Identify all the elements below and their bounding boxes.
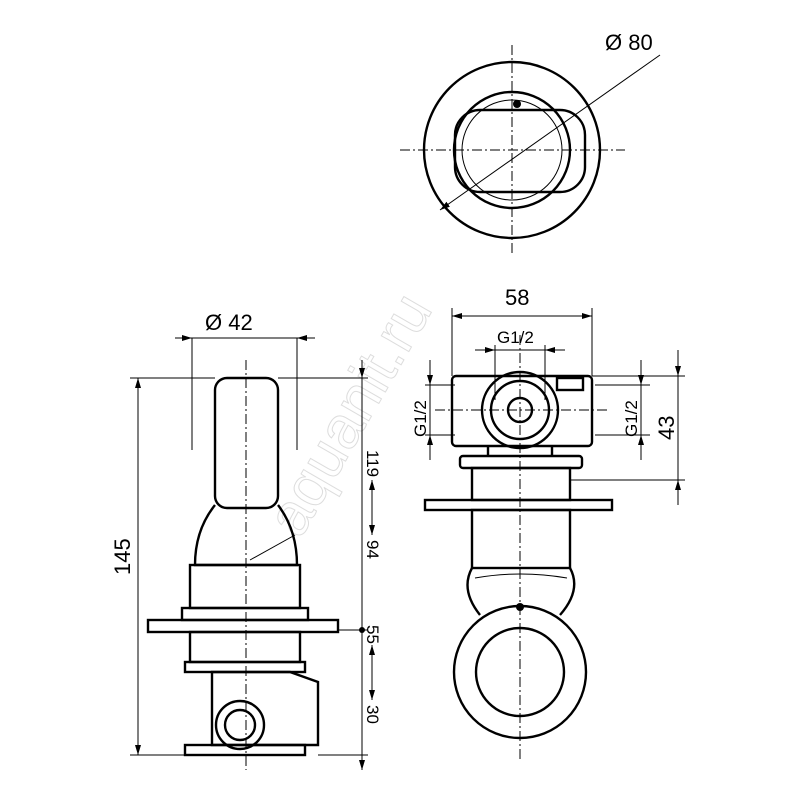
front-width-label: 58 (505, 285, 529, 310)
side-view: Ø 42 145 119 94 55 30 (110, 310, 382, 770)
front-view: 58 G1/2 G1/2 G1/2 43 (411, 285, 685, 760)
side-diameter-label: Ø 42 (205, 310, 253, 335)
range-upper-max: 119 (363, 450, 382, 477)
range-lower-max: 55 (363, 625, 382, 644)
front-height-label: 43 (654, 416, 679, 440)
thread-right-label: G1/2 (622, 400, 641, 437)
top-view: Ø 80 (400, 30, 661, 255)
thread-top-label: G1/2 (497, 328, 534, 347)
range-lower-min: 30 (363, 705, 382, 724)
range-upper-min: 94 (363, 540, 382, 559)
thread-left-label: G1/2 (411, 400, 430, 437)
side-height-label: 145 (110, 538, 135, 575)
top-diameter-label: Ø 80 (605, 30, 653, 55)
